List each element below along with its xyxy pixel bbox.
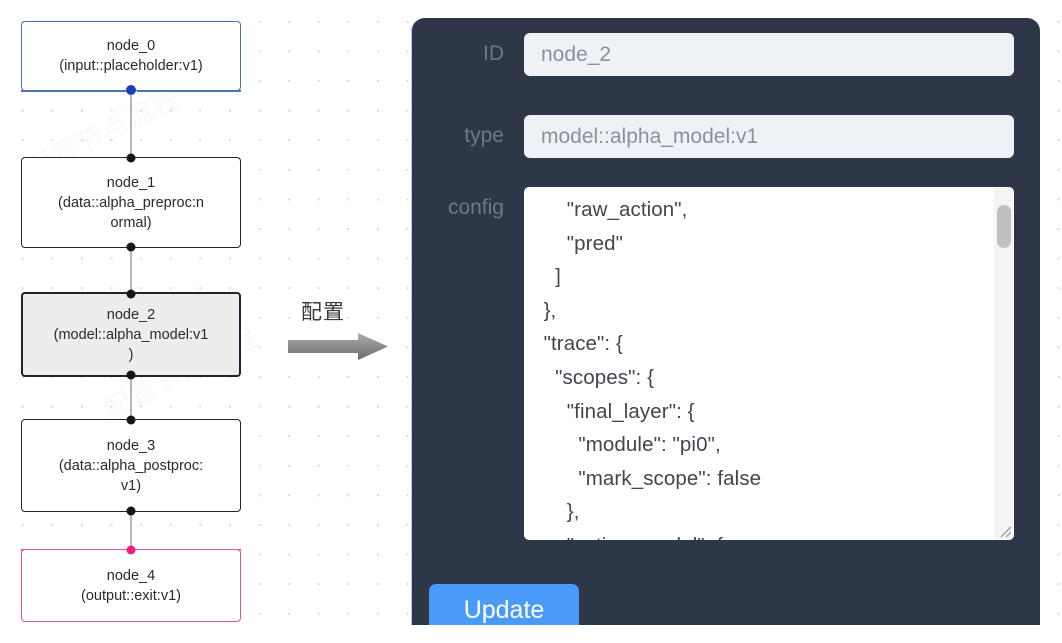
flow-node-node_2[interactable]: node_2 (model::alpha_model:v1 ) — [21, 289, 241, 380]
flow-node-node_3[interactable]: node_3 (data::alpha_postproc: v1) — [21, 415, 241, 516]
flow-node-label: node_2 (model::alpha_model:v1 ) — [53, 306, 209, 363]
arrow-right-icon — [288, 333, 388, 360]
flow-node-node_0[interactable]: node_0 (input::placeholder:v1) — [21, 21, 241, 95]
arrow-label: 配置 — [301, 301, 345, 324]
edge-node1-node2 — [130, 248, 132, 292]
flow-node-label: node_1 (data::alpha_preproc:n ormal) — [58, 174, 204, 231]
node-handle-top-icon[interactable] — [126, 415, 136, 425]
node-handle-bottom-icon[interactable] — [126, 370, 136, 380]
config-scrollbar-thumb[interactable] — [997, 205, 1011, 248]
node-handle-bottom-icon[interactable] — [126, 506, 136, 516]
field-label-type: type — [464, 124, 504, 147]
config-scrollbar-track[interactable] — [994, 188, 1013, 539]
node-handle-bottom-icon[interactable] — [126, 242, 136, 252]
edge-node0-node1 — [130, 90, 132, 157]
node-handle-top-icon[interactable] — [126, 153, 136, 163]
resize-grip-icon[interactable] — [996, 522, 1012, 538]
node-handle-top-icon[interactable] — [126, 545, 136, 555]
field-row-config: config "raw_action", "pred" ] }, "trace"… — [426, 187, 1014, 540]
bottom-strip — [0, 626, 1062, 643]
flow-node-label: node_0 (input::placeholder:v1) — [59, 38, 203, 74]
node-config-panel: ID type config "raw_action", "pred" ] },… — [412, 18, 1040, 625]
flow-node-label: node_3 (data::alpha_postproc: v1) — [58, 437, 204, 494]
config-area: "raw_action", "pred" ] }, "trace": { "sc… — [524, 187, 1014, 540]
field-label-config: config — [447, 196, 504, 219]
field-label-id: ID — [483, 42, 504, 65]
update-button[interactable]: Update — [429, 584, 579, 625]
config-textarea[interactable]: "raw_action", "pred" ] }, "trace": { "sc… — [524, 187, 1014, 540]
node-handle-top-icon[interactable] — [126, 289, 136, 299]
edge-node3-node4 — [130, 512, 132, 549]
field-row-id: ID — [426, 33, 1014, 76]
field-row-type: type — [426, 115, 1014, 158]
flow-node-label: node_4 (output::exit:v1) — [81, 567, 181, 604]
id-input[interactable] — [524, 33, 1014, 76]
edge-node2-node3 — [130, 377, 132, 419]
configure-arrow-group: 配置 — [288, 296, 398, 362]
type-input[interactable] — [524, 115, 1014, 158]
node-handle-bottom-icon[interactable] — [126, 85, 136, 95]
flow-node-node_4[interactable]: node_4 (output::exit:v1) — [21, 545, 241, 622]
flow-node-node_1[interactable]: node_1 (data::alpha_preproc:n ormal) — [21, 153, 241, 252]
